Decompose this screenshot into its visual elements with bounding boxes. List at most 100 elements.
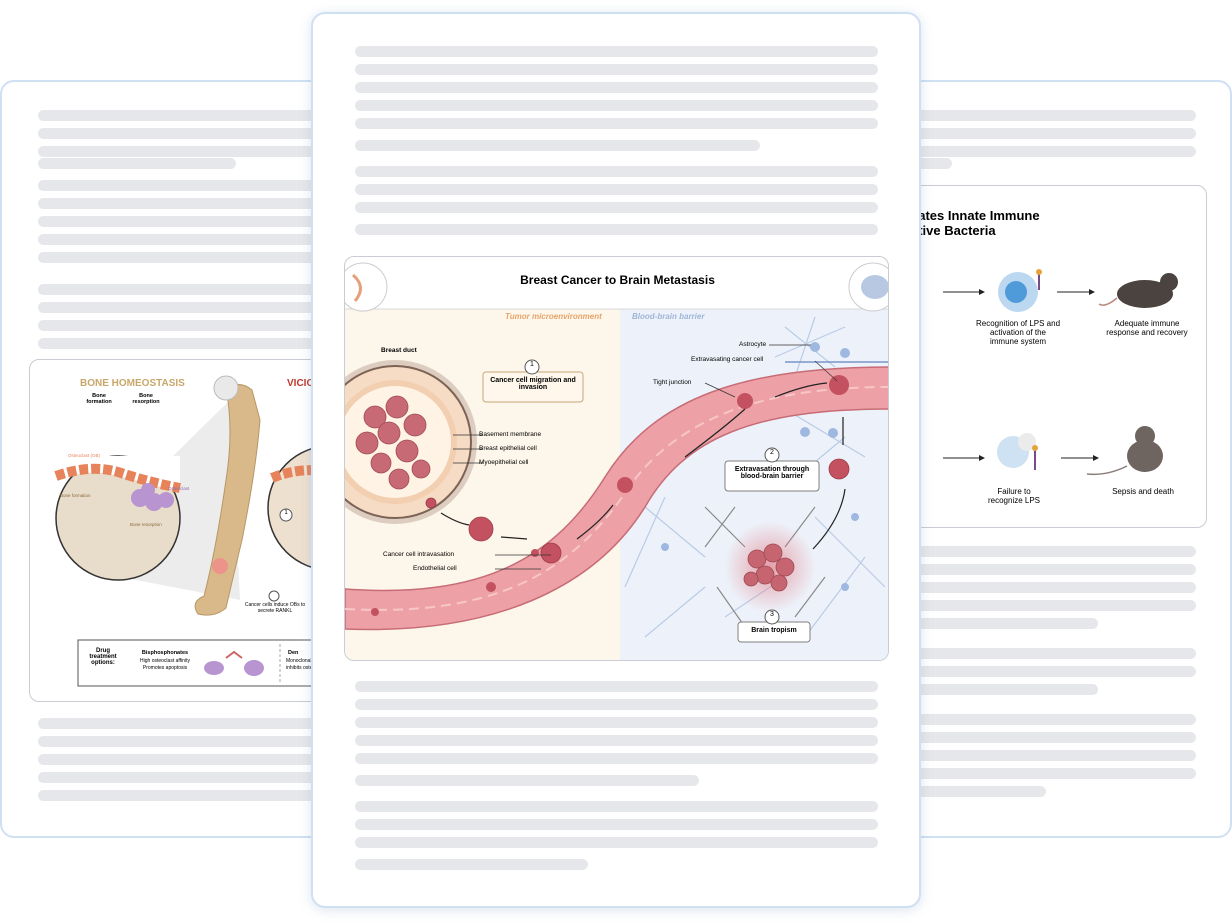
- circle-resorption-label: Bone resorption: [130, 522, 162, 527]
- text-line: [38, 110, 328, 121]
- text-line: [355, 202, 878, 213]
- text-line: [355, 118, 878, 129]
- metastasis-title: Breast Cancer to Brain Metastasis: [520, 273, 715, 287]
- text-line: [912, 110, 1196, 121]
- text-line: [38, 320, 328, 331]
- tumor-microenvironment-label: Tumor microenvironment: [505, 312, 602, 321]
- bone-formation-label: Bone formation: [86, 393, 112, 405]
- text-line: [912, 582, 1196, 593]
- text-line: [912, 666, 1196, 677]
- step3-label: Brain tropism: [751, 627, 797, 634]
- text-line: [355, 100, 878, 111]
- row1-result-label: Adequate immune response and recovery: [1106, 319, 1188, 337]
- text-line: [912, 768, 1196, 779]
- text-line: [912, 158, 952, 169]
- text-line: [38, 302, 328, 313]
- text-line: [38, 216, 328, 227]
- immune-figure-card: vates Innate Immune ative Bacteria h Rec…: [902, 185, 1207, 528]
- row2-step-label: Failure to recognize LPS: [987, 487, 1041, 505]
- immune-title-line1: vates Innate Immune: [911, 208, 1040, 223]
- bone-homeostasis-heading: BONE HOMEOSTASIS: [80, 378, 185, 389]
- bone-figure-card: BONE HOMEOSTASIS VICIO Bone formation Bo…: [29, 359, 328, 702]
- drug1-desc2: Promotes apoptosis: [142, 665, 188, 671]
- circle-formation-label: Bone formation: [60, 493, 91, 498]
- text-line: [38, 754, 328, 765]
- osteoclast-right-label: Osteoclast: [168, 486, 190, 491]
- osteoclast-label: Osteoclast (OB): [68, 453, 101, 458]
- text-line: [38, 284, 328, 295]
- text-line: [38, 736, 328, 747]
- intravasation-label: Cancer cell intravasation: [383, 551, 455, 558]
- text-line: [355, 46, 878, 57]
- basement-membrane-label: Basement membrane: [479, 431, 542, 438]
- text-line: [912, 714, 1196, 725]
- immune-title-line2: ative Bacteria: [911, 223, 996, 238]
- text-line: [38, 234, 328, 245]
- text-line: [912, 618, 1098, 629]
- text-line: [355, 224, 878, 235]
- step1-cancer-cells-label: Cancer cells induce OBs to secrete RANKL: [244, 602, 306, 614]
- text-line: [912, 732, 1196, 743]
- row1-step-label: Recognition of LPS and activation of the…: [975, 319, 1061, 346]
- step1-number: 1: [284, 510, 288, 516]
- text-line: [355, 753, 878, 764]
- text-line: [355, 64, 878, 75]
- text-line: [355, 837, 878, 848]
- text-line: [912, 750, 1196, 761]
- drug1-name: Bisphosphonates: [141, 650, 189, 656]
- text-line: [355, 801, 878, 812]
- drug2-name: Den: [288, 650, 299, 656]
- text-line: [38, 198, 328, 209]
- text-line: [912, 600, 1196, 611]
- text-line: [355, 681, 878, 692]
- breast-duct-label: Breast duct: [381, 347, 417, 354]
- drug-treatment-label: Drug treatment options:: [89, 648, 117, 666]
- left-document: BONE HOMEOSTASIS VICIO Bone formation Bo…: [0, 80, 330, 838]
- text-line: [38, 128, 328, 139]
- text-line: [912, 128, 1196, 139]
- step3-number: 3: [770, 611, 774, 618]
- text-line: [355, 699, 878, 710]
- text-line: [355, 184, 878, 195]
- text-line: [912, 648, 1196, 659]
- metastasis-figure-illustration: [345, 262, 888, 660]
- astrocyte-label: Astrocyte: [739, 341, 767, 348]
- step1-label: Cancer cell migration and invasion: [490, 377, 576, 391]
- drug2-desc1: Monoclonal a: [286, 658, 316, 664]
- text-line: [38, 158, 236, 169]
- text-line: [912, 786, 1046, 797]
- text-line: [912, 546, 1196, 557]
- breast-epithelial-label: Breast epithelial cell: [479, 445, 537, 452]
- text-line: [355, 859, 588, 870]
- text-line: [355, 140, 760, 151]
- vicious-heading: VICIO: [287, 378, 315, 389]
- text-line: [38, 338, 328, 349]
- center-document: Breast Cancer to Brain Metastasis Tumor …: [311, 12, 921, 908]
- text-line: [355, 819, 878, 830]
- text-line: [38, 252, 328, 263]
- text-line: [355, 735, 878, 746]
- text-line: [912, 146, 1196, 157]
- text-line: [38, 790, 328, 801]
- text-line: [355, 166, 878, 177]
- text-line: [38, 718, 328, 729]
- step1-number: 1: [530, 361, 534, 368]
- text-line: [355, 82, 878, 93]
- text-line: [355, 717, 878, 728]
- drug1-desc1: High osteoclast affinity: [140, 658, 190, 664]
- extravasating-label: Extravasating cancer cell: [691, 356, 764, 363]
- bone-resorption-label: Bone resorption: [132, 393, 160, 405]
- blood-brain-barrier-label: Blood-brain barrier: [632, 312, 705, 321]
- metastasis-figure-card: Breast Cancer to Brain Metastasis Tumor …: [344, 256, 889, 661]
- tight-junction-label: Tight junction: [653, 379, 692, 386]
- endothelial-label: Endothelial cell: [413, 565, 457, 572]
- text-line: [912, 684, 1098, 695]
- right-document: vates Innate Immune ative Bacteria h Rec…: [900, 80, 1232, 838]
- step2-label: Extravasation through blood-brain barrie…: [734, 466, 810, 480]
- text-line: [38, 772, 328, 783]
- myoepithelial-label: Myoepithelial cell: [479, 459, 529, 466]
- drug2-desc2: inhibits osteoc: [286, 665, 318, 671]
- text-line: [355, 775, 699, 786]
- text-line: [38, 180, 328, 191]
- row2-result-label: Sepsis and death: [1112, 487, 1174, 496]
